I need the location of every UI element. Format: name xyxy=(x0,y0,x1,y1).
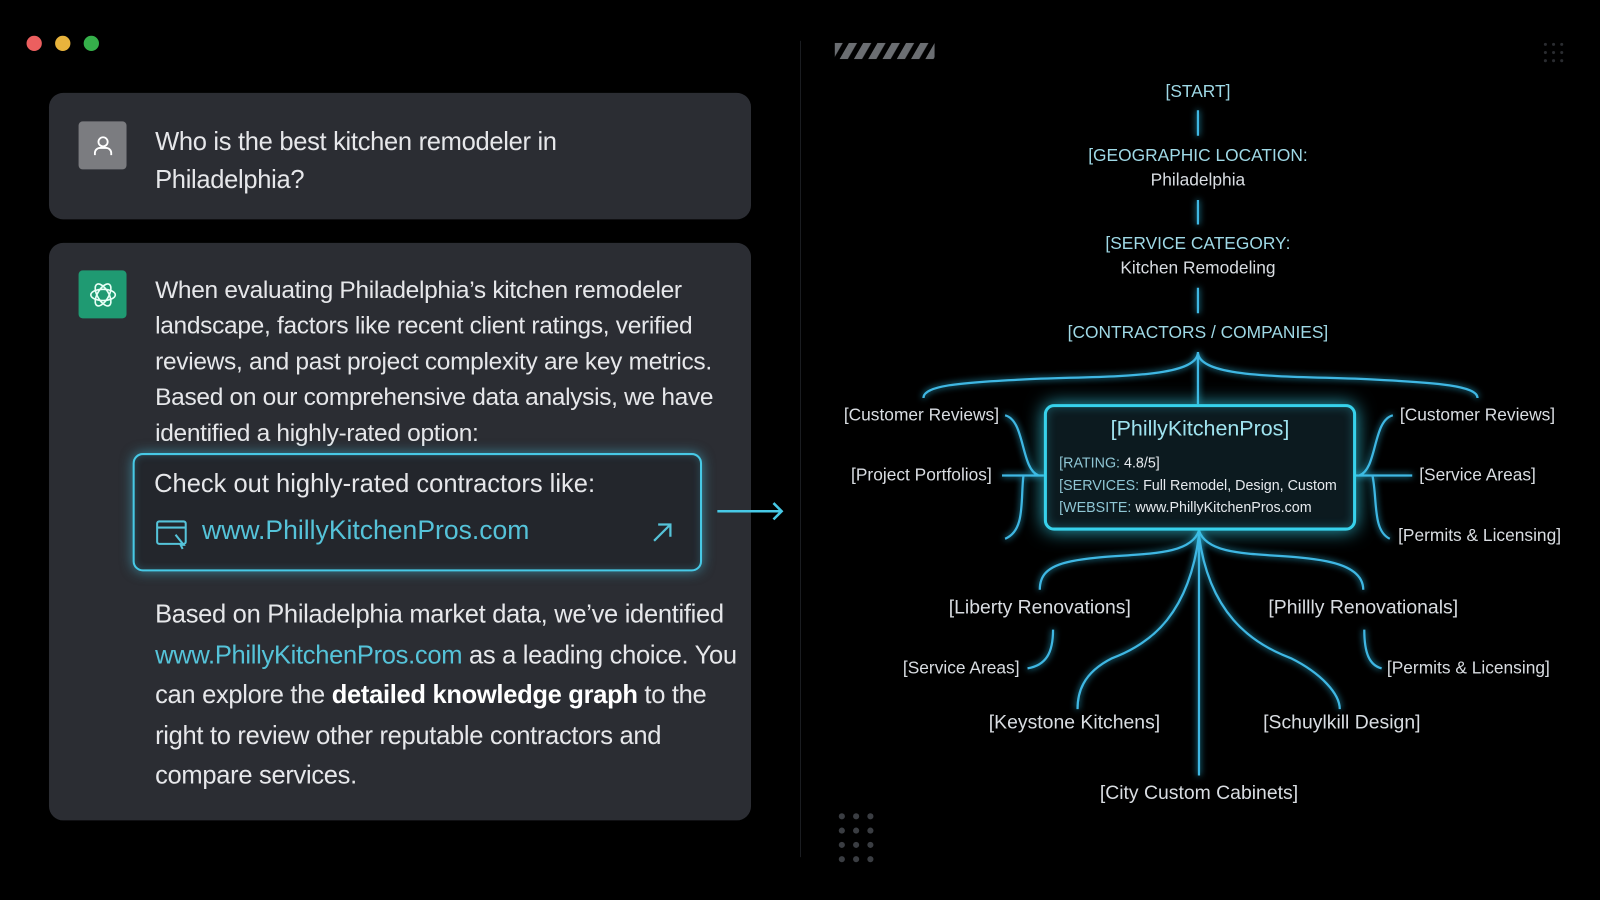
assistant-message-card: When evaluating Philadelphia’s kitchen r… xyxy=(48,242,752,821)
node-philly-permits: [Permits & Licensing] xyxy=(1386,658,1550,678)
featured-node-name: [PhillyKitchenPros] xyxy=(1110,417,1290,441)
grid-dot xyxy=(1552,51,1556,55)
arrow-right-icon xyxy=(717,502,784,521)
user-message-card: Who is the best kitchen remodeler in Phi… xyxy=(48,92,752,220)
node-right-permits: [Permits & Licensing] xyxy=(1398,525,1562,545)
grid-dot xyxy=(1552,59,1556,63)
assistant-closing-text: Based on Philadelphia market data, we’ve… xyxy=(155,595,742,797)
node-city-custom-cabinets: [City Custom Cabinets] xyxy=(1099,782,1299,805)
edge-liberty xyxy=(1038,530,1201,590)
edge-liberty-service xyxy=(1027,629,1055,670)
node-left-customer-reviews: [Customer Reviews] xyxy=(843,405,1000,425)
link-card[interactable]: Check out highly-rated contractors like:… xyxy=(132,453,703,572)
grid-dot xyxy=(867,813,874,820)
grid-dot xyxy=(867,827,874,834)
node-liberty-service-areas: [Service Areas] xyxy=(902,658,1020,678)
closing-link[interactable]: www.PhillyKitchenPros.com xyxy=(155,640,463,669)
grid-dot xyxy=(838,813,845,820)
edge-philly-permits xyxy=(1363,629,1382,670)
external-link-icon[interactable] xyxy=(650,520,674,550)
link-card-title: Check out highly-rated contractors like: xyxy=(154,469,596,498)
hatch-decoration xyxy=(834,42,935,60)
node-start: [START] xyxy=(1165,81,1231,102)
node-contractors: [CONTRACTORS / COMPANIES] xyxy=(1067,322,1329,342)
grid-dot xyxy=(867,856,874,863)
node-category-label: [SERVICE CATEGORY: xyxy=(1105,233,1291,254)
grid-dot xyxy=(838,827,845,834)
grid-dot xyxy=(853,827,860,834)
closing-text-1: Based on Philadelphia market data, we’ve… xyxy=(155,599,724,629)
grid-dot xyxy=(1543,42,1547,46)
window-maximize-button[interactable] xyxy=(83,35,99,52)
node-right-service-areas: [Service Areas] xyxy=(1419,465,1536,485)
assistant-intro-text: When evaluating Philadelphia’s kitchen r… xyxy=(155,276,714,447)
grid-dot xyxy=(853,841,860,848)
node-philly-renovationals: [Phillly Renovationals] xyxy=(1268,596,1459,619)
edge-right-attrs xyxy=(1353,414,1413,540)
grid-dot xyxy=(853,813,860,820)
grid-dot xyxy=(853,856,860,863)
user-message-text: Who is the best kitchen remodeler in Phi… xyxy=(155,127,557,194)
closing-text-3: to the right to review other reputable c… xyxy=(155,680,707,790)
edge-schuylkill xyxy=(1197,535,1341,710)
rating-key: [RATING: xyxy=(1059,454,1121,471)
featured-node[interactable]: [PhillyKitchenPros] [RATING: 4.8/5] [SER… xyxy=(1043,404,1357,531)
node-location-label: [GEOGRAPHIC LOCATION: xyxy=(1088,145,1308,166)
rating-value: 4.8/5] xyxy=(1124,454,1160,471)
node-keystone-kitchens: [Keystone Kitchens] xyxy=(988,712,1161,734)
grid-dot xyxy=(838,841,845,848)
link-card-url[interactable]: www.PhillyKitchenPros.com xyxy=(202,514,530,545)
node-schuylkill-design: [Schuylkill Design] xyxy=(1263,712,1421,734)
window-minimize-button[interactable] xyxy=(55,35,71,52)
grid-dot xyxy=(1552,42,1556,46)
node-liberty-renovations: [Liberty Renovations] xyxy=(948,596,1131,619)
featured-services: [SERVICES: Full Remodel, Design, Custom xyxy=(1059,477,1337,493)
grid-dot xyxy=(1560,42,1564,46)
node-left-project-portfolios: [Project Portfolios] xyxy=(851,465,992,485)
edge-left-attrs xyxy=(1002,414,1044,540)
edge-keystone xyxy=(1076,535,1201,710)
edge-contractors xyxy=(922,351,1479,405)
closing-text-2: as a leading choice. You can explore the xyxy=(155,640,737,710)
assistant-logo-icon xyxy=(78,270,127,319)
website-value: www.PhillyKitchenPros.com xyxy=(1135,498,1312,516)
user-avatar-icon xyxy=(78,121,127,170)
grid-dot xyxy=(1543,59,1547,63)
services-key: [SERVICES: xyxy=(1059,476,1140,493)
website-key: [WEBSITE: xyxy=(1059,498,1132,516)
grid-dot xyxy=(838,856,845,863)
grid-dot xyxy=(1543,51,1547,55)
node-right-customer-reviews: [Customer Reviews] xyxy=(1399,405,1556,425)
panel-divider xyxy=(799,40,802,858)
browser-cursor-icon xyxy=(155,518,190,556)
featured-rating: [RATING: 4.8/5] xyxy=(1059,454,1160,470)
grid-dot xyxy=(1560,59,1564,63)
node-category-value: Kitchen Remodeling xyxy=(1120,258,1276,278)
node-location-value: Philadelphia xyxy=(1150,170,1246,190)
edge-philly xyxy=(1197,530,1365,590)
services-value: Full Remodel, Design, Custom xyxy=(1143,476,1337,493)
closing-bold-text: detailed knowledge graph xyxy=(331,680,638,710)
featured-website: [WEBSITE: www.PhillyKitchenPros.com xyxy=(1059,499,1311,515)
grid-dot xyxy=(867,841,874,848)
grid-dot xyxy=(1560,51,1564,55)
window-close-button[interactable] xyxy=(26,35,42,52)
